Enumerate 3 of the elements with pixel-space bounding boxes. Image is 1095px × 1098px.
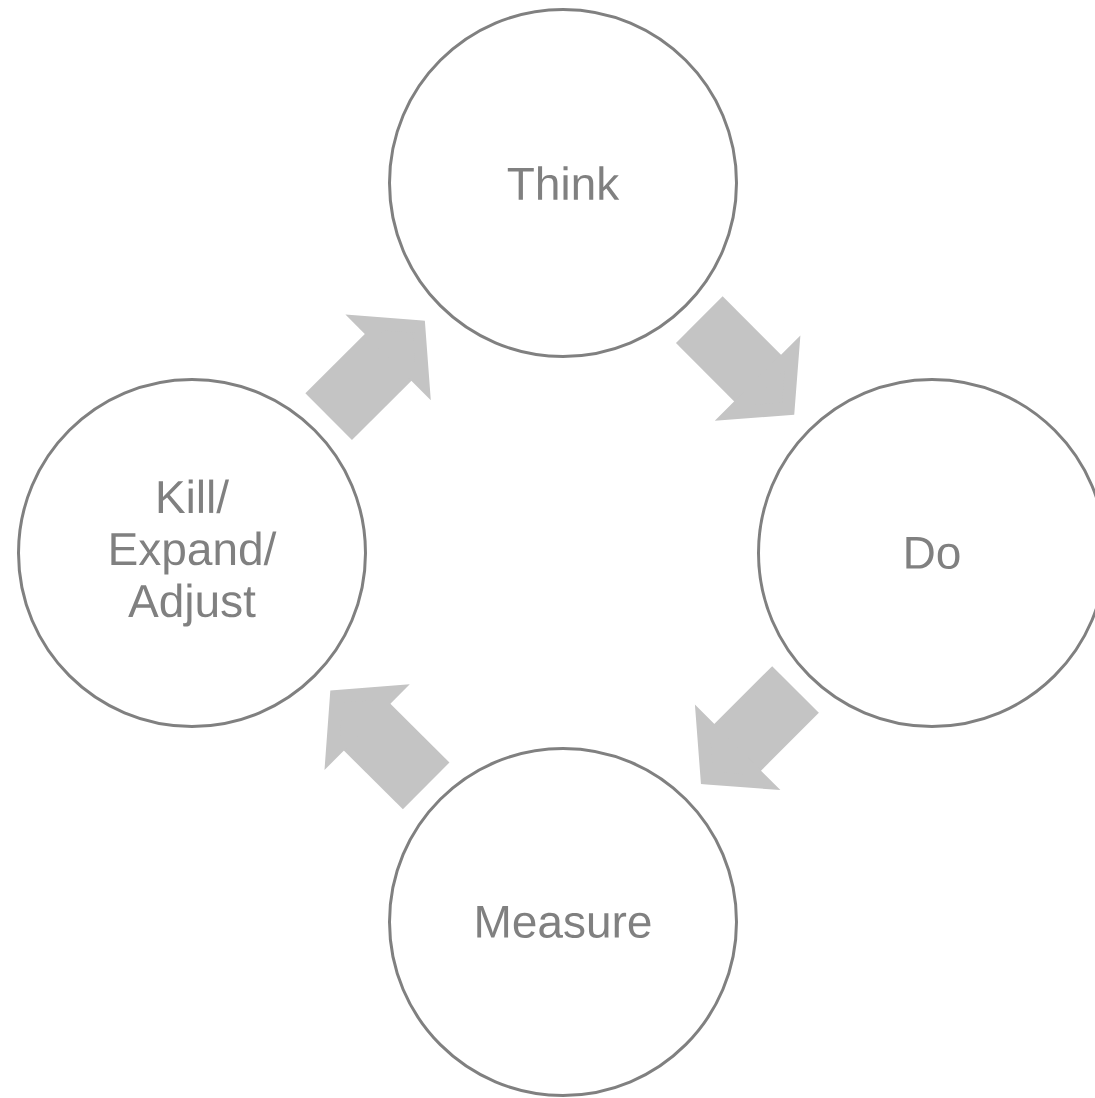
circle-node: Think [388,8,738,358]
circle-node: Kill/ Expand/ Adjust [17,378,367,728]
circle-node: Measure [388,747,738,1097]
